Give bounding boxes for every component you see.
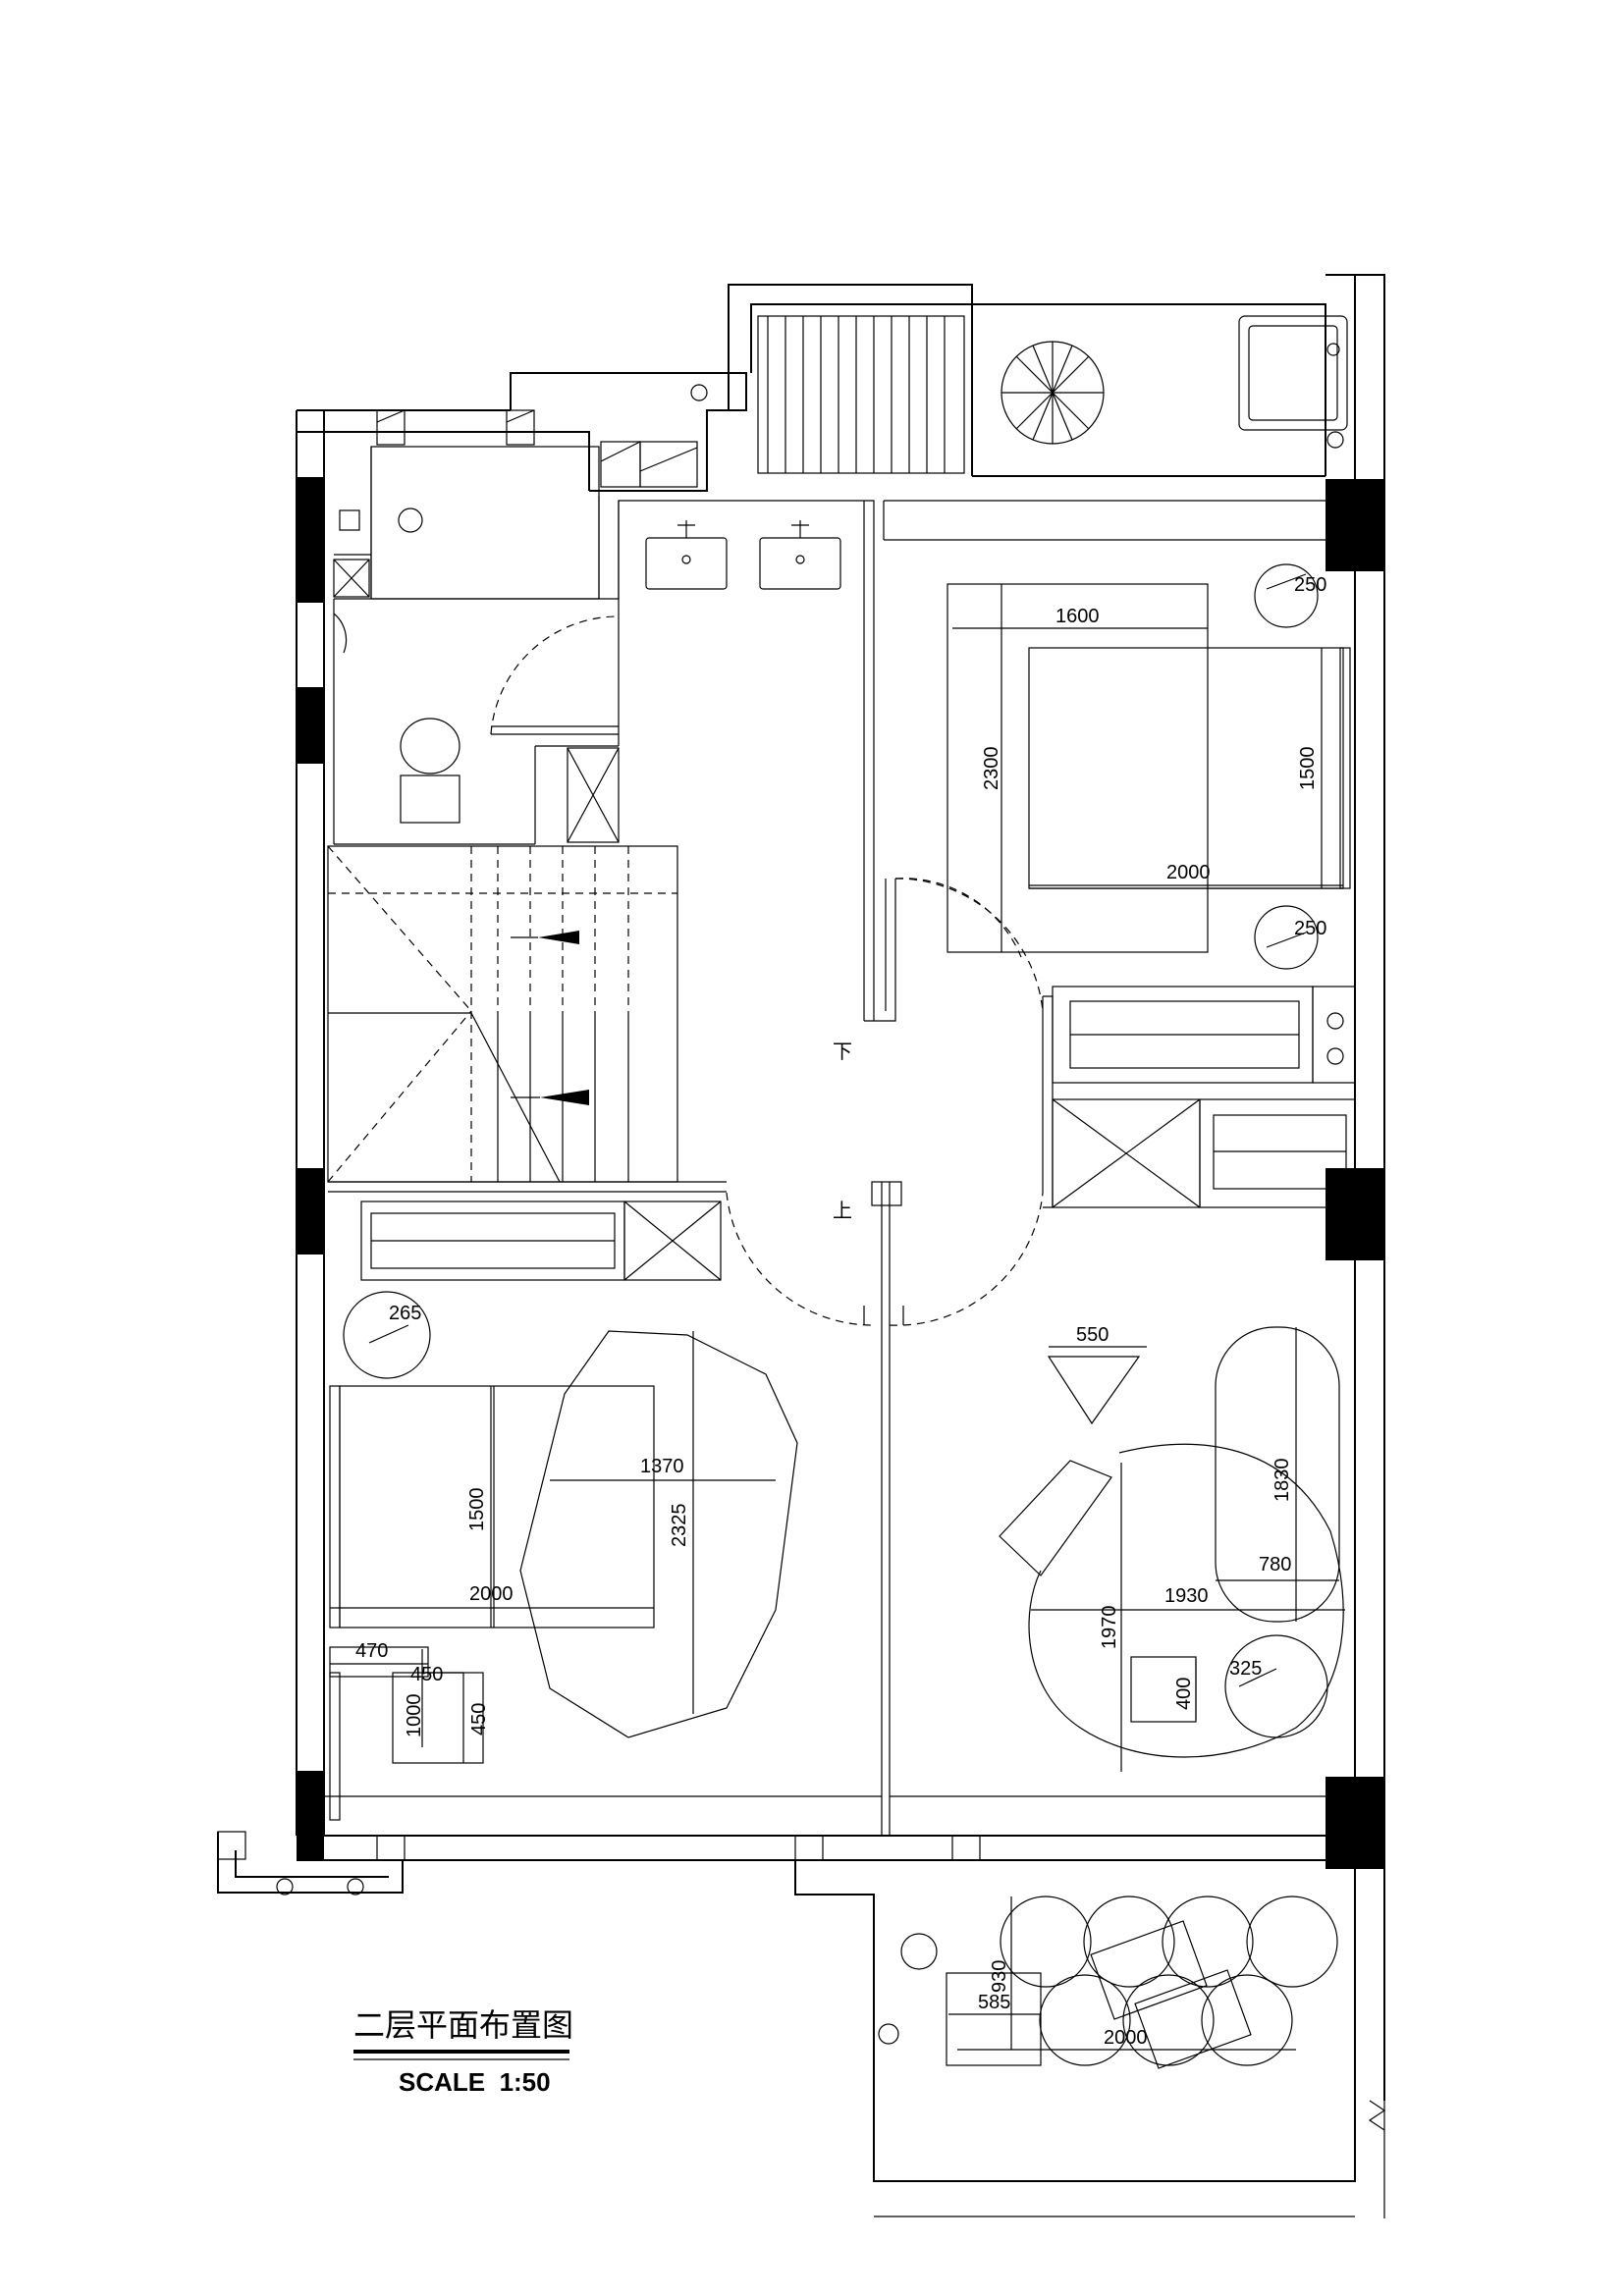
- round-rug: [1028, 1443, 1344, 1758]
- drawing-title: 二层平面布置图: [353, 2006, 573, 2044]
- dim-rug-round-w: 1930: [1164, 1585, 1209, 1607]
- top-stair: [757, 315, 965, 474]
- master-door-swing: [894, 878, 1022, 958]
- hatched-columns: [217, 409, 981, 1861]
- dim-bed-left-l: 2000: [469, 1583, 514, 1605]
- floor-lamp-triangle: [1047, 1356, 1141, 1425]
- nightstand-lamp-left: [343, 1291, 431, 1379]
- dim-desk-w: 470: [355, 1640, 388, 1662]
- master-bed: [947, 583, 1351, 953]
- dim-bath-l: 1830: [1271, 1459, 1293, 1503]
- dim-desk-d: 450: [410, 1664, 443, 1685]
- stair-up-label: 上: [833, 1199, 852, 1222]
- structural-columns: [297, 477, 1384, 1869]
- dim-lamp-top-a: 250: [1294, 574, 1326, 596]
- left-bed: [329, 1385, 655, 1629]
- terrace-plant-icon: [1001, 341, 1105, 445]
- dim-chair: 450: [468, 1703, 490, 1735]
- terrace-tub-icon: [1238, 315, 1348, 449]
- dimension-lines: [330, 573, 1345, 2051]
- bathtub: [1215, 1326, 1340, 1623]
- dim-bed-top-width: 1600: [1055, 606, 1100, 627]
- nightstand-lamps-top: [1254, 563, 1319, 970]
- dim-bed-left-w: 1500: [466, 1488, 488, 1532]
- dimension-labels: 1600 2300 2000 1500 250 250 265 1370 232…: [355, 574, 1326, 2049]
- dim-bed-top-mattress-l: 2000: [1166, 862, 1211, 883]
- shower-box: [491, 725, 620, 843]
- wardrobe-top: [1043, 986, 1356, 1208]
- corridor: [726, 501, 1044, 1836]
- round-table: [1224, 1634, 1328, 1738]
- dim-rug-round-l: 1970: [1099, 1606, 1120, 1650]
- misc-details: [276, 384, 708, 1896]
- dim-bath-w: 780: [1259, 1554, 1291, 1575]
- scale-label: SCALE 1:50: [399, 2067, 551, 2097]
- bathroom: [333, 446, 619, 845]
- dim-rug-left-l: 2325: [669, 1504, 690, 1548]
- stair-down-label: 下: [833, 1040, 852, 1063]
- dim-bed-top-length: 2300: [981, 747, 1002, 791]
- dim-lamp-top-b: 250: [1294, 918, 1326, 939]
- staircase: [327, 845, 727, 1193]
- toilet-icon: [400, 718, 460, 824]
- dim-balcony-d: 930: [989, 1960, 1010, 1993]
- dim-round-table: 325: [1229, 1658, 1262, 1680]
- dim-lamp-left: 265: [389, 1303, 421, 1324]
- dim-balcony-table: 585: [978, 1992, 1010, 2013]
- master-bedroom: [883, 500, 1355, 541]
- dim-bed-top-mattress-w: 1500: [1297, 747, 1319, 791]
- vanity-sinks: [618, 500, 875, 1021]
- dim-rug-left-w: 1370: [640, 1456, 684, 1477]
- left-wardrobe: [360, 1201, 722, 1281]
- bath-door-swing: [490, 615, 620, 735]
- dim-desk-l: 1000: [404, 1694, 425, 1738]
- dim-balcony-w: 2000: [1104, 2027, 1148, 2049]
- dim-lamp-right: 550: [1076, 1324, 1109, 1346]
- balcony-chairs: [878, 1896, 1338, 2069]
- left-rug: [519, 1330, 798, 1738]
- lounge-chair: [999, 1460, 1112, 1576]
- exterior-walls: [217, 274, 1386, 2218]
- dim-stool: 400: [1173, 1678, 1195, 1710]
